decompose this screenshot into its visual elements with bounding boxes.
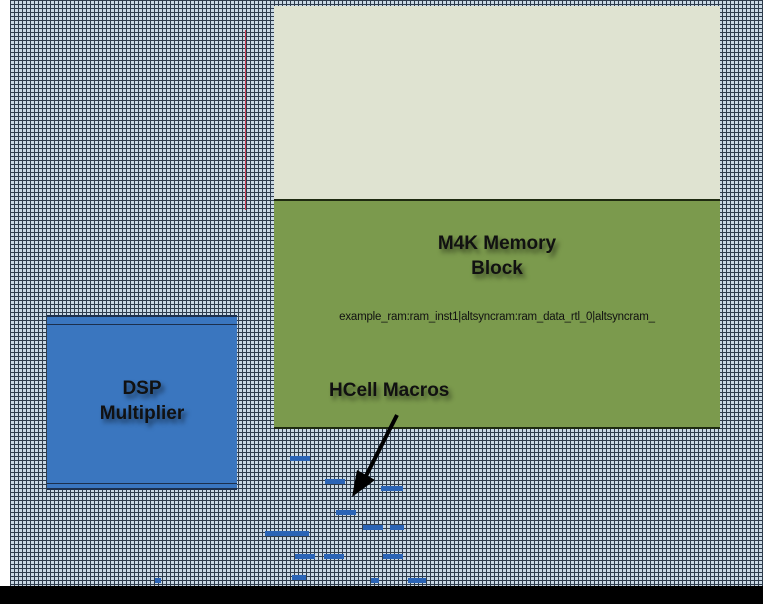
m4k-memory-block[interactable]: M4K Memory Block example_ram:ram_inst1|a… — [274, 199, 720, 429]
hcell-macro[interactable] — [292, 575, 306, 580]
hcell-macro[interactable] — [381, 486, 403, 491]
m4k-title-line1: M4K Memory — [437, 233, 557, 254]
hcell-macro[interactable] — [390, 525, 404, 530]
hcell-macro[interactable] — [265, 531, 309, 536]
dsp-block-title: DSP Multiplier — [47, 376, 237, 426]
hcell-macro[interactable] — [336, 510, 356, 515]
m4k-block-title: M4K Memory Block — [274, 231, 720, 281]
hcell-macro[interactable] — [363, 525, 383, 530]
hcell-macro[interactable] — [325, 479, 345, 484]
arrow-shaft — [363, 414, 399, 479]
hcell-macro[interactable] — [290, 456, 310, 461]
dsp-bottom-border-line — [47, 483, 237, 484]
dsp-top-border-line — [47, 324, 237, 325]
hcell-macro[interactable] — [383, 554, 403, 559]
m4k-title-line2: Block — [471, 258, 523, 279]
ram-upper-region — [274, 6, 720, 199]
arrow-head-icon — [352, 470, 375, 497]
hcell-macro[interactable] — [408, 578, 426, 583]
dsp-title-line1: DSP — [122, 378, 162, 399]
hcell-macro[interactable] — [324, 554, 344, 559]
hcell-macros-label: HCell Macros — [329, 380, 450, 401]
routing-line — [245, 30, 246, 210]
hcell-macro[interactable] — [155, 578, 161, 583]
dsp-multiplier-block[interactable]: DSP Multiplier — [47, 315, 237, 490]
bottom-bar — [0, 586, 763, 604]
m4k-instance-path: example_ram:ram_inst1|altsyncram:ram_dat… — [339, 311, 655, 323]
hcell-macro[interactable] — [371, 578, 379, 583]
dsp-title-line2: Multiplier — [99, 403, 185, 424]
hcell-macro[interactable] — [295, 554, 315, 559]
